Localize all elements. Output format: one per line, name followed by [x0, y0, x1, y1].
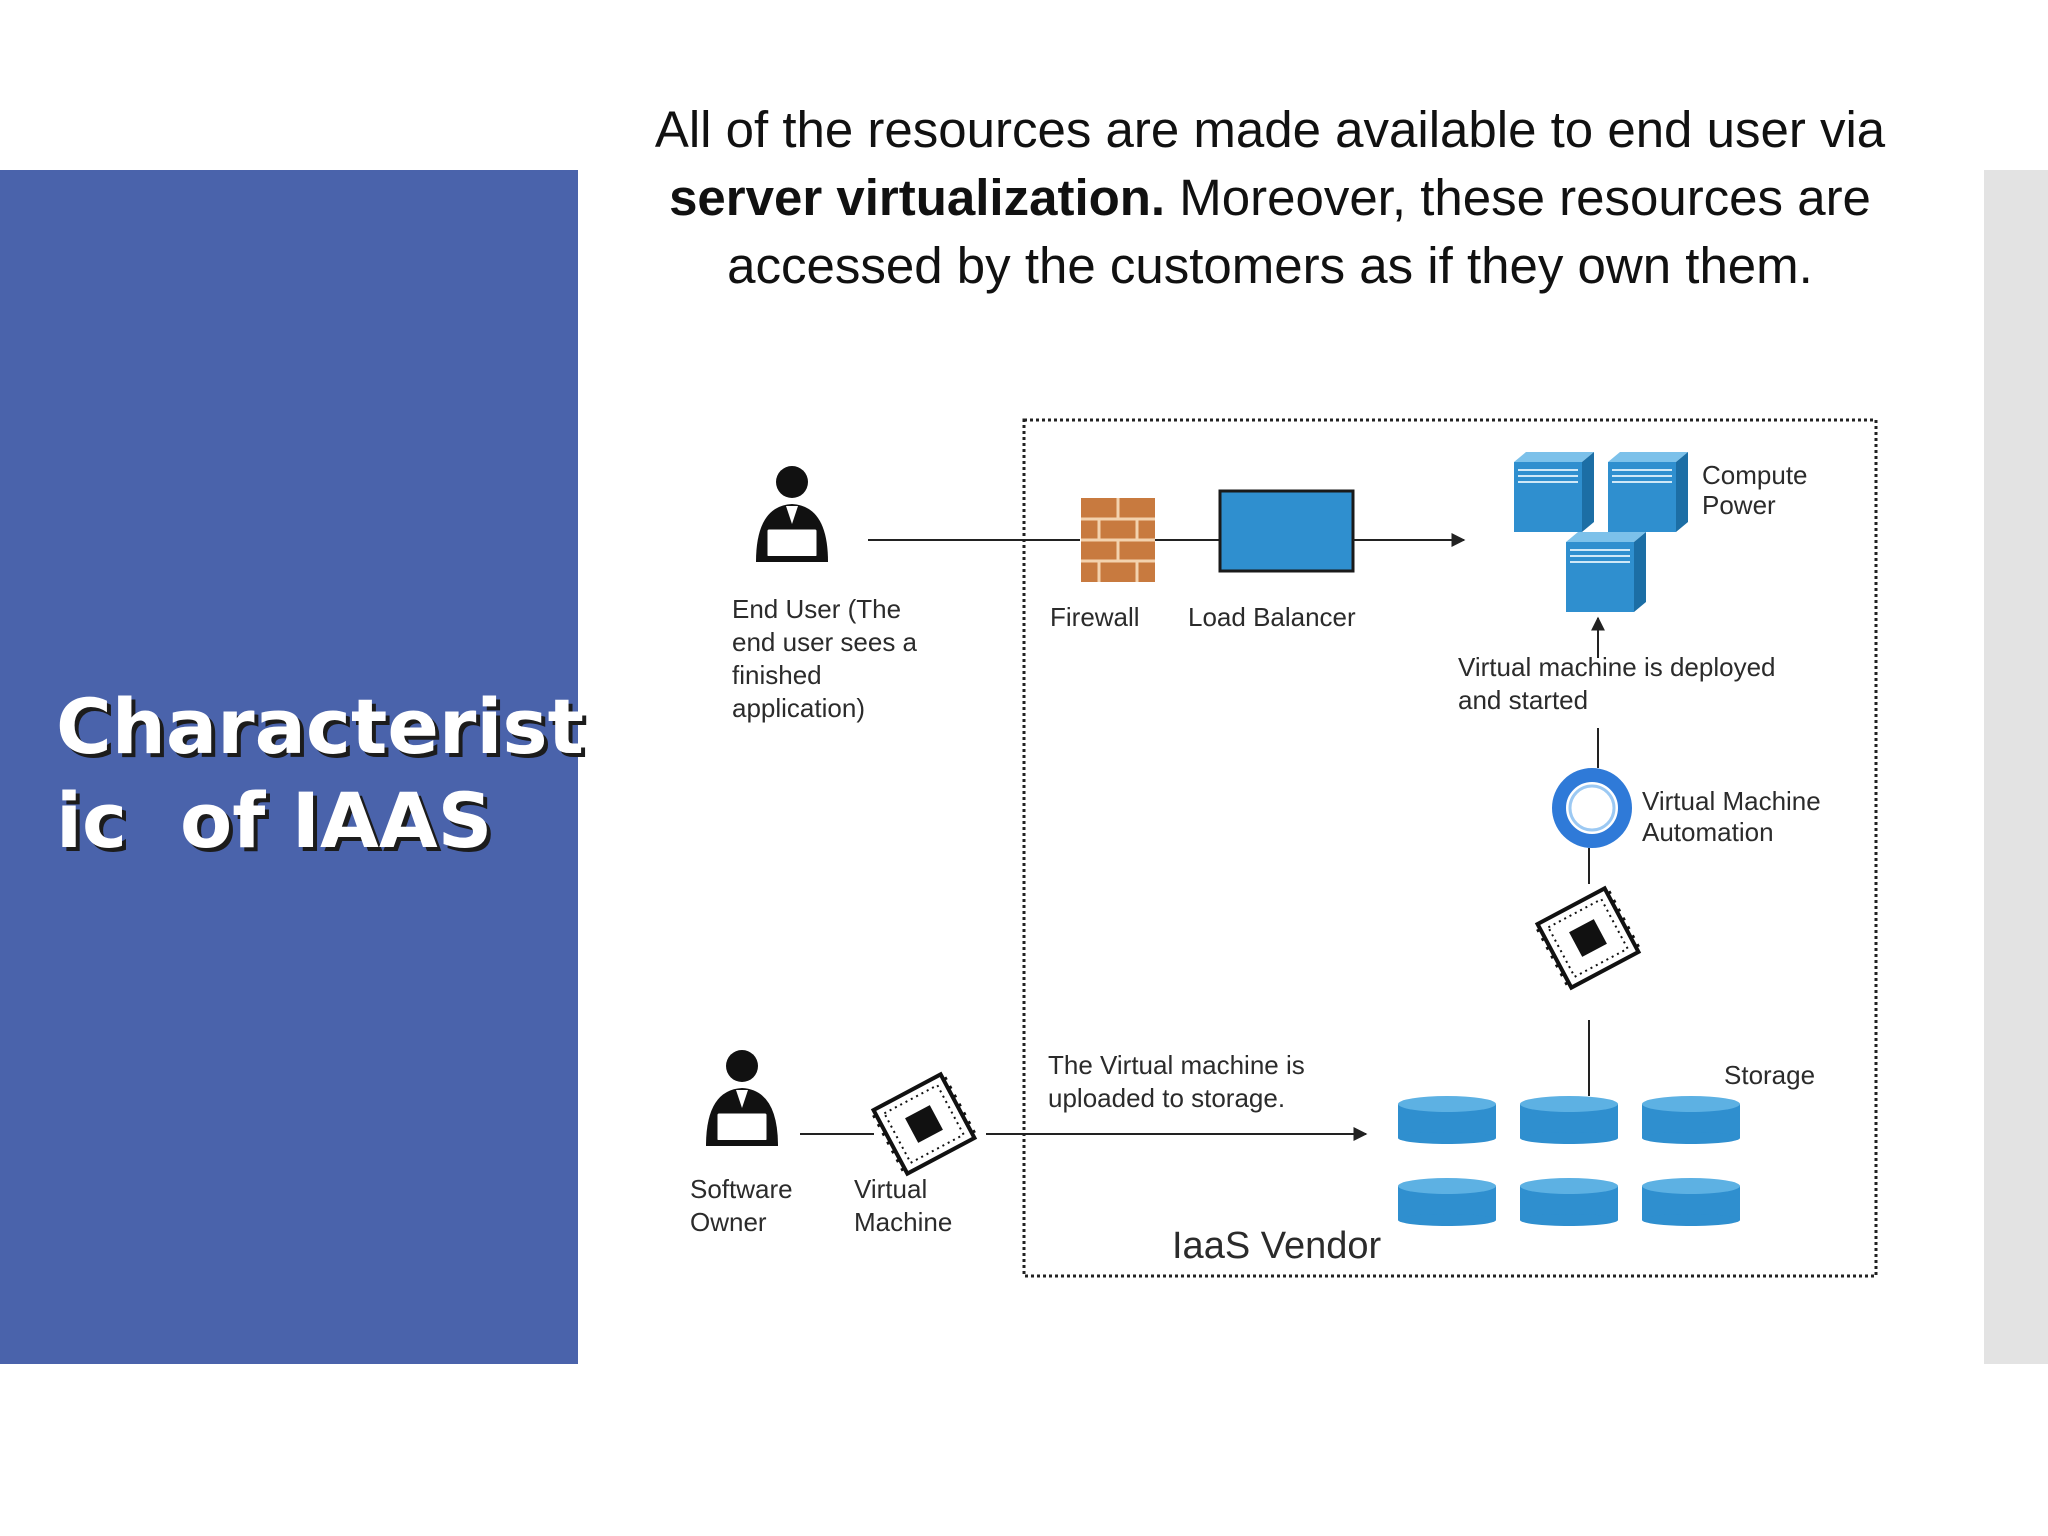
storage-disk-icon	[1642, 1096, 1740, 1144]
intro-paragraph: All of the resources are made available …	[620, 96, 1920, 300]
storage-disk-icon	[1642, 1178, 1740, 1226]
end-user-label: End User (The end user sees a finished a…	[732, 594, 924, 723]
iaas-diagram: End User (The end user sees a finished a…	[690, 418, 1878, 1278]
load-balancer-label: Load Balancer	[1188, 602, 1356, 632]
slide-title: Characterist ic of IAAS	[56, 682, 584, 865]
intro-text-bold: server virtualization.	[669, 169, 1166, 226]
intro-text-part1: All of the resources are made available …	[654, 101, 1886, 158]
deployed-label: Virtual machine is deployed and started	[1458, 652, 1783, 715]
storage-disk-icon	[1520, 1096, 1618, 1144]
software-owner-label: Software Owner	[690, 1174, 800, 1237]
firewall-icon	[1081, 498, 1155, 582]
ring-icon	[1552, 768, 1632, 848]
vendor-boundary	[1022, 418, 1878, 1278]
storage-disk-icon	[1398, 1096, 1496, 1144]
firewall-label: Firewall	[1050, 602, 1140, 632]
vm-automation-label: Virtual Machine Automation	[1642, 786, 1828, 847]
server-icon	[1607, 451, 1689, 533]
server-icon	[1565, 531, 1647, 613]
storage-disk-icon	[1520, 1178, 1618, 1226]
virtual-machine-label: Virtual Machine	[854, 1174, 952, 1237]
storage-disk-icon	[1398, 1178, 1496, 1226]
load-balancer-box	[1218, 489, 1355, 573]
uploaded-label: The Virtual machine is uploaded to stora…	[1048, 1050, 1312, 1113]
intro-text-part2: Moreover, these resources are accessed b…	[727, 169, 1871, 294]
chip-icon	[868, 1070, 980, 1178]
ring-inner	[1568, 784, 1616, 832]
user-laptop-icon	[754, 464, 830, 564]
chip-icon	[1532, 884, 1644, 992]
compute-power-label: Compute Power	[1702, 460, 1815, 520]
storage-label: Storage	[1724, 1060, 1815, 1090]
vendor-label: IaaS Vendor	[1172, 1225, 1382, 1267]
right-accent-strip	[1984, 170, 2048, 1364]
title-panel	[0, 170, 578, 1364]
user-laptop-icon	[704, 1048, 780, 1148]
server-icon	[1513, 451, 1595, 533]
